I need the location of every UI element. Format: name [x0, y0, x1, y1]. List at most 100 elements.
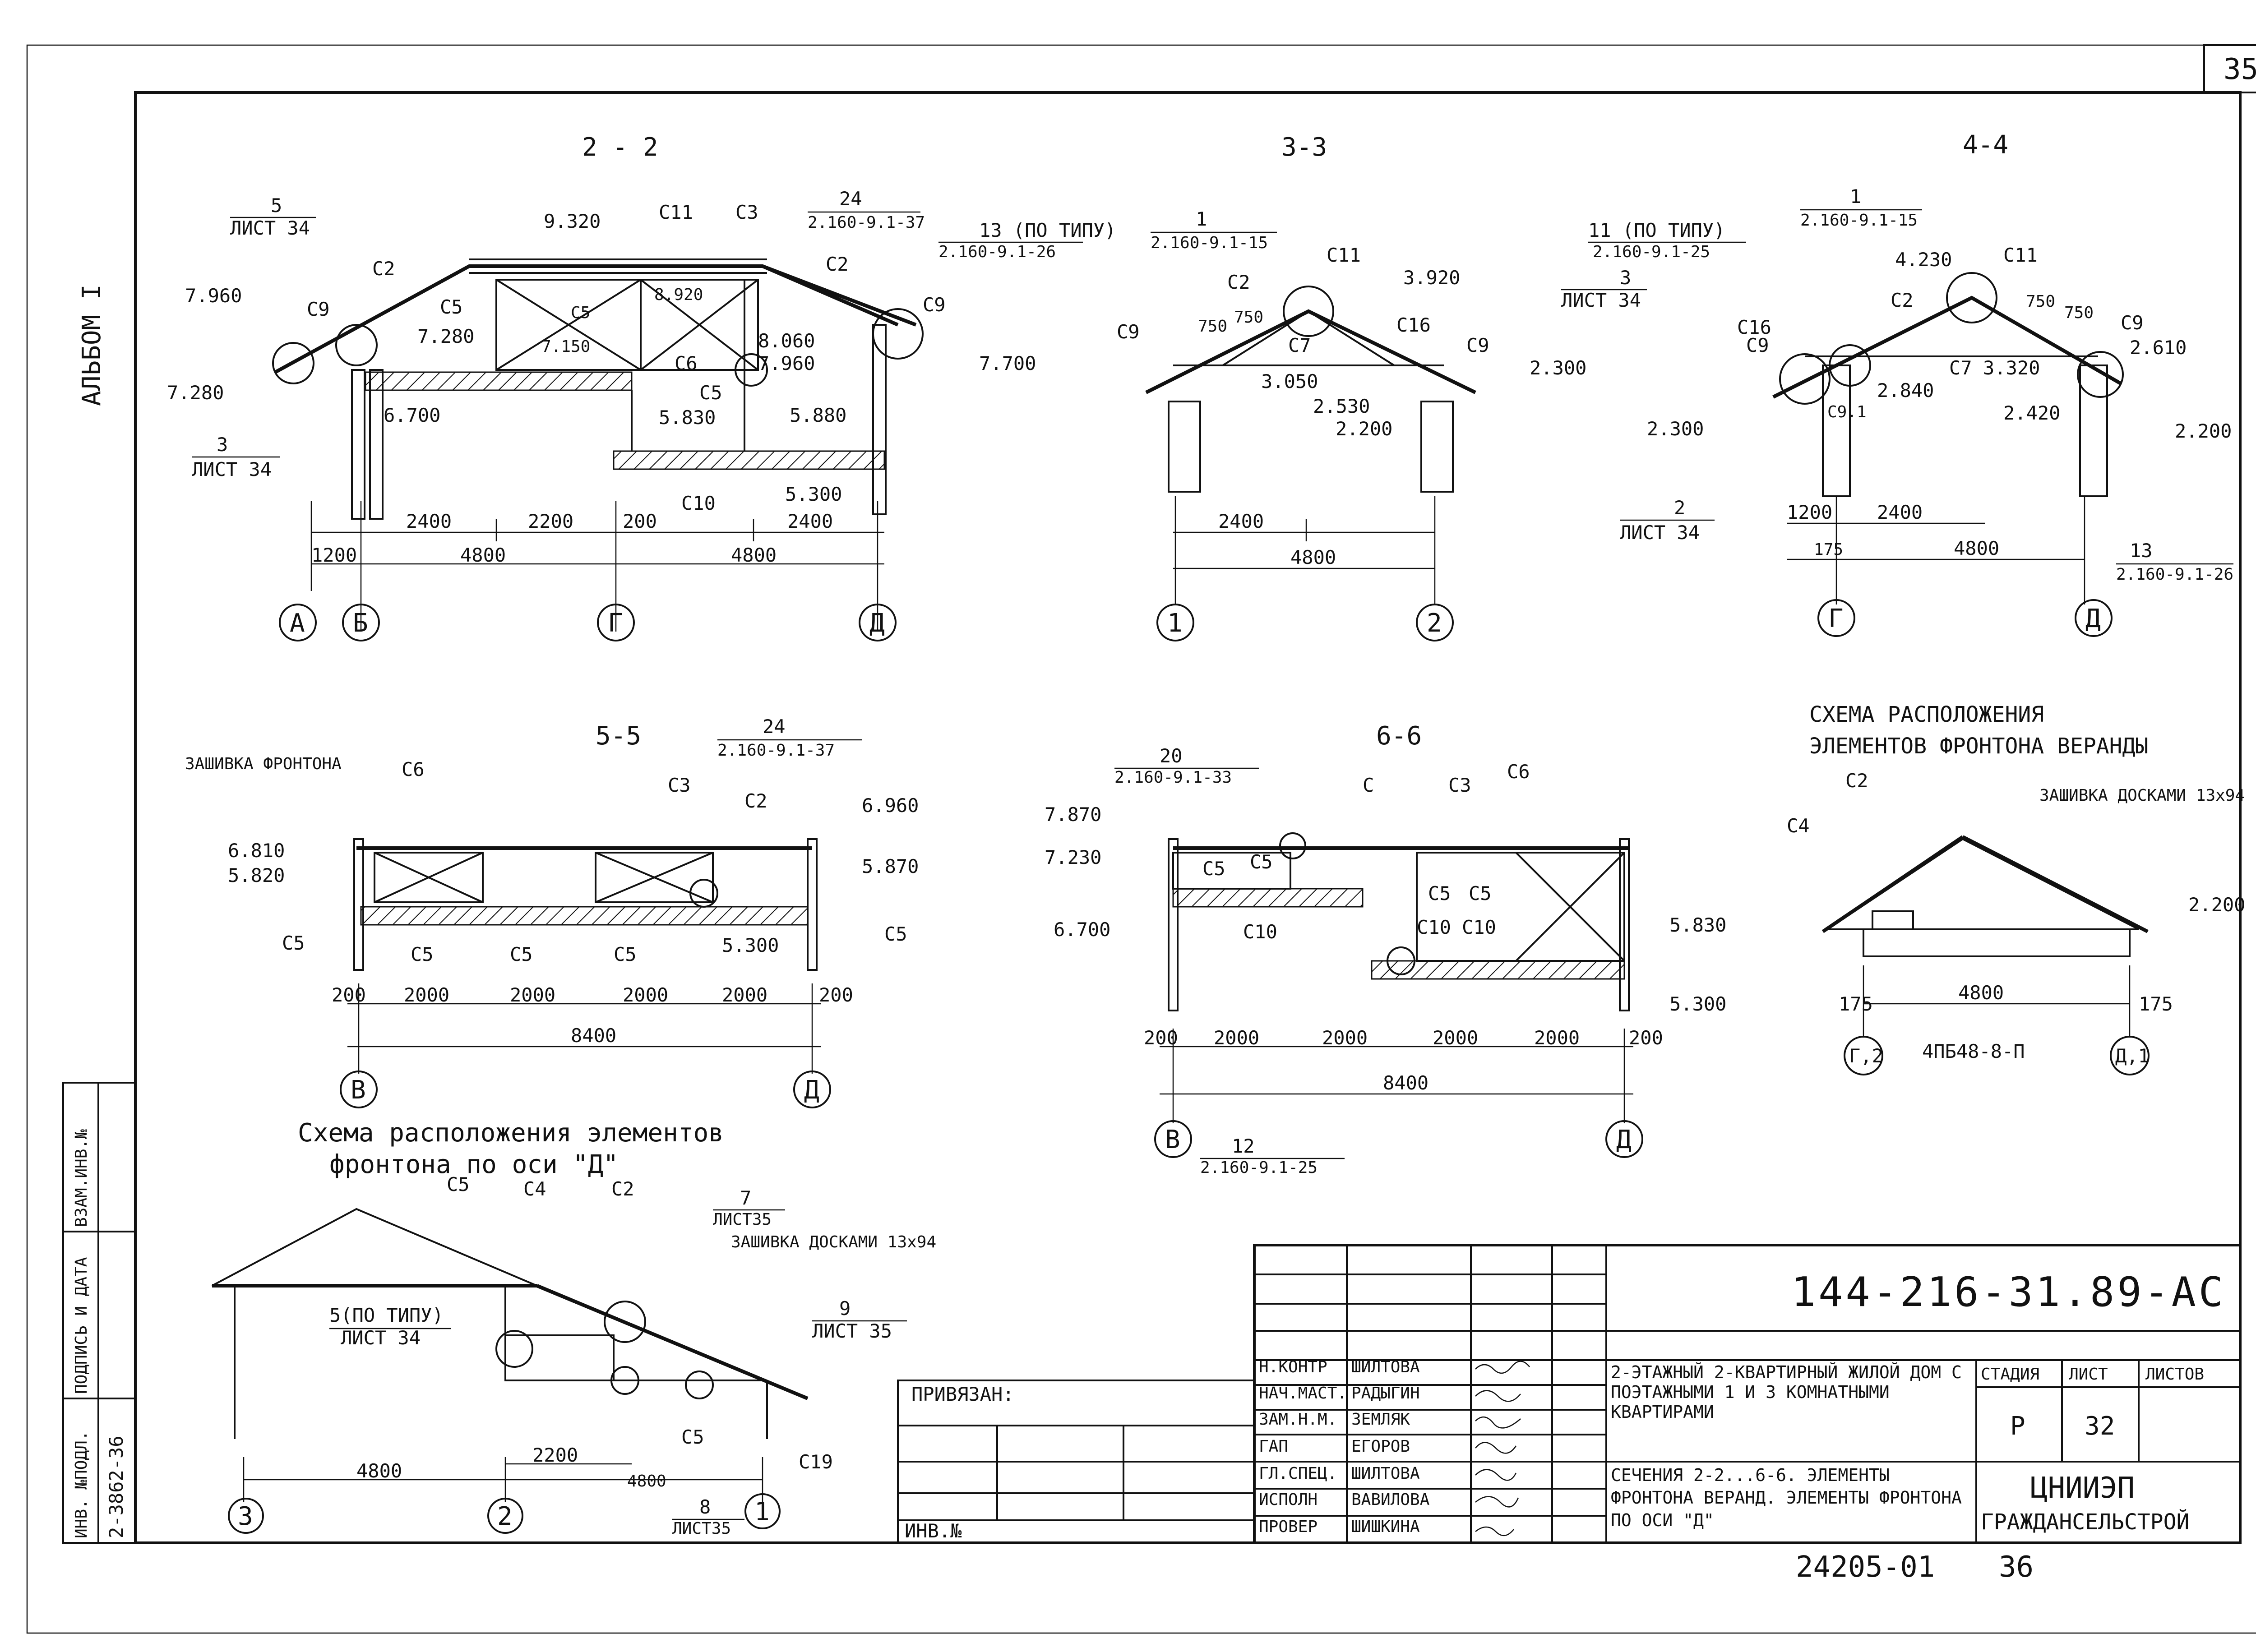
level-2-2-11: 5.830 [659, 406, 716, 429]
role-5: ГЛ.СПЕЦ. [1259, 1464, 1337, 1483]
label-6-6-10: С10 [1462, 916, 1496, 938]
label-2-2-10: С5 [699, 382, 722, 404]
gable-ref-3-num: 9 [839, 1297, 851, 1320]
label-6-6-3: С6 [1507, 761, 1530, 783]
gable-label-5: С19 [799, 1451, 833, 1473]
level-2-2-2: 8.920 [654, 286, 703, 304]
gable-ref-3-sheet: ЛИСТ 35 [812, 1320, 892, 1342]
ref-4-4-2-sheet: 2.160-9.1-25 [1593, 243, 1710, 261]
dim-3-3-2: 4800 [1290, 546, 1336, 568]
name-1: ШИЛТОВА [1351, 1358, 1420, 1376]
gable-ref-2-sheet: ЛИСТ35 [713, 1210, 772, 1229]
section-2-2: 2 - 2 1200 4800 [167, 133, 1116, 641]
label-3-3-1: С11 [1327, 244, 1361, 266]
gable-dim-3: 4800 [627, 1472, 666, 1490]
ref-2-2-1-sheet: ЛИСТ 34 [230, 217, 310, 239]
inv-no-label: ИНВ.№ [905, 1520, 962, 1542]
doc-code: 144-216-31.89-АС [1791, 1269, 2226, 1316]
dim-5-5-1: 200 [332, 984, 366, 1006]
level-4-4-7: 2.200 [2175, 420, 2232, 442]
label-6-6-1: С [1363, 774, 1374, 796]
level-4-4-3: 2.840 [1877, 379, 1934, 401]
axis-4-4-1: Г [1828, 604, 1844, 633]
ref-2-2-3-sheet: 2.160-9.1-37 [808, 213, 925, 232]
name-7: ШИШКИНА [1351, 1518, 1420, 1536]
role-2: НАЧ.МАСТ. [1259, 1384, 1347, 1403]
dim-6-6-5: 2000 [1534, 1027, 1580, 1049]
ref-3-3-1-sheet: 2.160-9.1-15 [1151, 234, 1268, 252]
label-5-5-1: ЗАШИВКА ФРОНТОНА [185, 755, 342, 773]
level-5-5-3: 6.960 [862, 794, 919, 817]
role-4: ГАП [1259, 1437, 1288, 1456]
gable-dim-1: 4800 [356, 1460, 402, 1482]
label-6-6-6: С10 [1243, 921, 1277, 943]
veranda-label-4: 4ПБ48-8-П [1922, 1040, 2025, 1062]
ref-4-4-1-num: 1 [1850, 185, 1861, 208]
dim-6-6-6: 200 [1629, 1027, 1663, 1049]
level-6-6-1: 7.870 [1045, 803, 1101, 826]
level-4-4-6: 2.300 [1647, 418, 1704, 440]
sheet-title-box: СЕЧЕНИЯ 2-2...6-6. ЭЛЕМЕНТЫ ФРОНТОНА ВЕР… [1611, 1465, 1962, 1530]
label-3-3-4: С16 [1396, 314, 1431, 336]
label-6-6-4: С5 [1202, 858, 1225, 880]
axis-5-5-1: В [351, 1075, 366, 1105]
dim-4-4-3: 4800 [1954, 537, 1999, 559]
label-5-5-2: С6 [402, 758, 425, 780]
veranda-title-1: СХЕМА РАСПОЛОЖЕНИЯ [1809, 702, 2044, 727]
ref-4-4-2-num: 11 (ПО ТИПУ) [1588, 219, 1725, 241]
side-stamp: ВЗАМ.ИНВ.№ ПОДПИСЬ И ДАТА ИНВ. №ПОДЛ. 2-… [62, 1082, 136, 1544]
label-5-5-9: С5 [884, 923, 907, 945]
gable-title-1: Схема расположения элементов [298, 1118, 724, 1148]
label-4-4-1: С11 [2003, 244, 2038, 266]
vzam-label: ВЗАМ.ИНВ.№ [72, 1129, 91, 1227]
section-5-5: 5-5 200 2000 2000 2000 2000 200 8400 В Д… [185, 715, 919, 1108]
level-3-3-4: 2.300 [1530, 357, 1586, 379]
ref-2-2-4-num: 13 (ПО ТИПУ) [979, 219, 1116, 241]
label-2-2-3: С2 [372, 258, 395, 280]
level-4-4-5: 2.420 [2003, 402, 2060, 424]
podpis-label: ПОДПИСЬ И ДАТА [72, 1257, 91, 1394]
section-5-5-title: 5-5 [596, 721, 641, 751]
level-2-2-4: 7.280 [167, 382, 224, 404]
label-2-2-1: С11 [659, 201, 693, 223]
label-5-5-7: С5 [510, 943, 533, 965]
bottom-page: 36 [1999, 1550, 2034, 1584]
angle-3-3-2: 750 [1234, 308, 1263, 327]
angle-4-4-2: 750 [2064, 304, 2094, 322]
dim-2-2-mid-3: 200 [623, 510, 657, 532]
veranda-gable: СХЕМА РАСПОЛОЖЕНИЯ ЭЛЕМЕНТОВ ФРОНТОНА ВЕ… [1787, 702, 2245, 1075]
signatures [1475, 1361, 1530, 1536]
list-value: 32 [2085, 1412, 2115, 1441]
level-2-2-3: 7.960 [185, 285, 242, 307]
dim-6-6-3: 2000 [1322, 1027, 1368, 1049]
dim-2-2-bottom-3: 4800 [731, 544, 777, 566]
label-4-4-7: С9.1 [1827, 403, 1867, 421]
ref-2-2-4-sheet: 2.160-9.1-26 [938, 243, 1056, 261]
gable-title-2: фронтона по оси "Д" [329, 1150, 619, 1179]
level-2-2-5: 7.280 [417, 325, 474, 347]
gable-ref-2-num: 7 [740, 1187, 751, 1209]
level-2-2-9: 7.700 [979, 352, 1036, 374]
dim-2-2-mid-2: 2200 [528, 510, 573, 532]
level-5-5-4: 5.870 [862, 855, 919, 877]
ref-4-4-1-sheet: 2.160-9.1-15 [1800, 211, 1918, 230]
outer-border [26, 44, 2256, 1634]
level-3-3-3: 2.530 [1313, 395, 1370, 417]
level-2-2-1: 9.320 [544, 210, 601, 232]
veranda-axis-1: Г,2 [1849, 1045, 1883, 1067]
ref-3-3-1-num: 1 [1196, 208, 1207, 230]
gable-axis-3: 1 [754, 1497, 770, 1527]
ref-4-4-5-sheet: 2.160-9.1-26 [2116, 565, 2233, 584]
veranda-level-1: 2.200 [2188, 894, 2245, 916]
dim-5-5-3: 2000 [510, 984, 555, 1006]
ref-4-4-3-sheet: ЛИСТ 34 [1561, 289, 1641, 311]
sheet-number: 35 [2224, 53, 2256, 86]
dim-5-5-4: 2000 [623, 984, 668, 1006]
ref-6-6-2-sheet: 2.160-9.1-25 [1200, 1158, 1318, 1177]
level-5-5-5: 5.300 [722, 934, 779, 956]
angle-4-4-1: 750 [2026, 292, 2055, 311]
dim-2-2-mid-4: 2400 [787, 510, 833, 532]
ref-5-5-1-num: 24 [763, 715, 786, 738]
dim-5-5-5: 2000 [722, 984, 767, 1006]
name-4: ЕГОРОВ [1351, 1437, 1410, 1456]
